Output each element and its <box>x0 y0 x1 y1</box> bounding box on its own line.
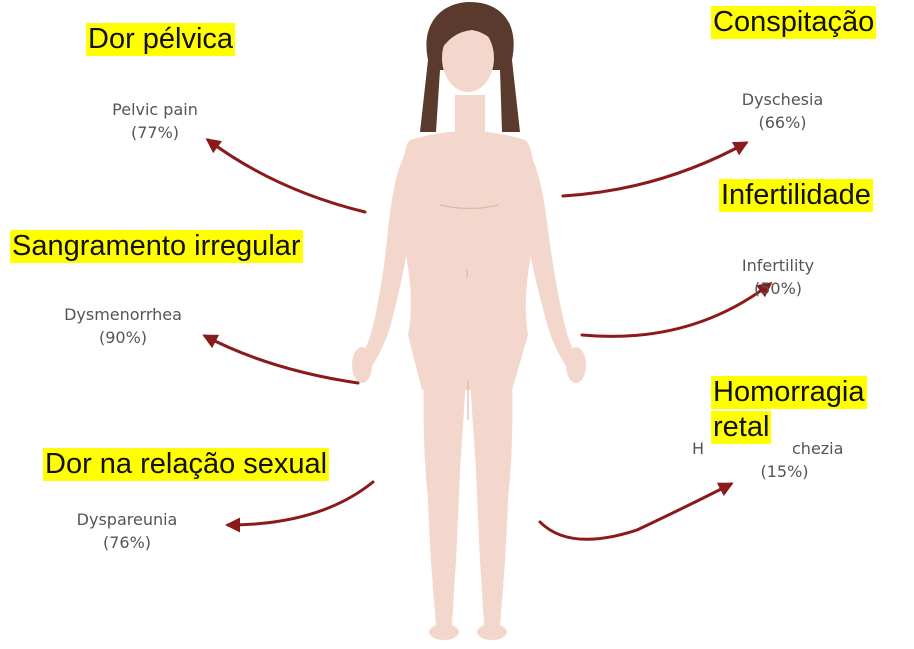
arrow-infertility <box>580 282 773 338</box>
label-hematochezia-name: H chezia <box>692 437 862 460</box>
label-infertility-name: Infertility <box>741 256 815 275</box>
pt-label-dyschesia: Conspitação <box>711 6 877 39</box>
arrow-dyspareunia <box>225 480 375 533</box>
label-hematochezia-name-end: chezia <box>792 439 844 458</box>
arrow-dysmenorrhea <box>202 334 360 385</box>
label-dyspareunia-percent: (76%) <box>102 533 152 552</box>
pt-label-dysmenorrhea: Sangramento irregular <box>10 230 303 263</box>
arrow-dyschesia <box>561 141 749 198</box>
label-pelvic-pain-percent: (77%) <box>130 123 180 142</box>
pt-label-hematochezia-line2: retal <box>711 411 772 444</box>
label-dysmenorrhea-name: Dysmenorrhea <box>64 305 182 324</box>
body-figure <box>352 95 586 640</box>
hair-fringe <box>438 16 500 55</box>
pt-label-infertility: Infertilidade <box>719 179 873 212</box>
arrow-pelvic-pain <box>205 138 367 214</box>
label-infertility: Infertility (50%) <box>718 254 838 300</box>
label-dyschesia: Dyschesia (66%) <box>720 88 845 134</box>
label-dyspareunia-name: Dyspareunia <box>76 510 178 529</box>
pt-label-pelvic-pain: Dor pélvica <box>86 23 236 56</box>
label-infertility-percent: (50%) <box>753 279 803 298</box>
label-dysmenorrhea: Dysmenorrhea (90%) <box>43 303 203 349</box>
label-dyschesia-percent: (66%) <box>758 113 807 132</box>
label-dyschesia-name: Dyschesia <box>741 90 824 109</box>
face <box>442 24 494 92</box>
body-shading <box>439 204 499 420</box>
pt-label-dyspareunia: Dor na relação sexual <box>43 448 330 481</box>
label-hematochezia: H chezia (15%) <box>692 437 862 483</box>
pt-label-hematochezia-line1: Homorragia <box>711 376 867 409</box>
label-dysmenorrhea-percent: (90%) <box>98 328 148 347</box>
label-hematochezia-percent: (15%) <box>760 462 809 481</box>
arrows <box>202 138 773 541</box>
label-hematochezia-name-start: H <box>692 439 705 458</box>
label-dyspareunia: Dyspareunia (76%) <box>57 508 197 554</box>
arrow-hematochezia <box>538 482 734 541</box>
label-pelvic-pain: Pelvic pain (77%) <box>95 98 215 144</box>
label-pelvic-pain-name: Pelvic pain <box>112 100 198 119</box>
